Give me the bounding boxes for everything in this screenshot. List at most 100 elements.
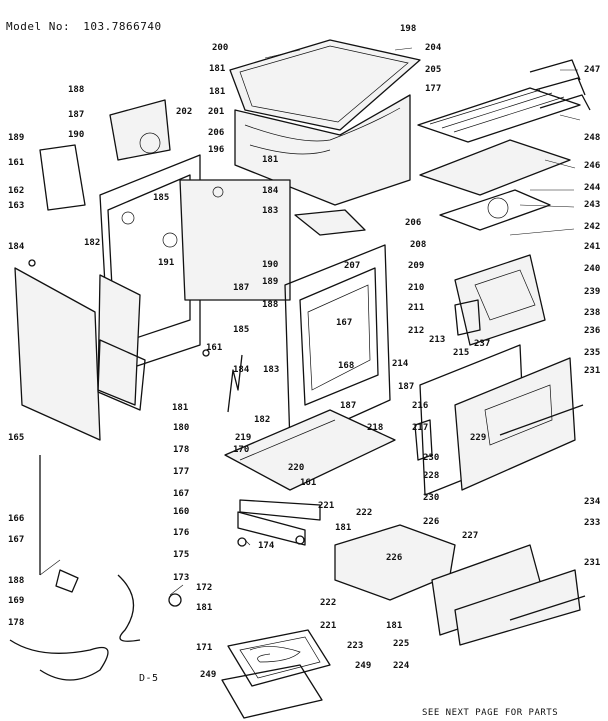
callout-172: 172 <box>196 583 212 593</box>
callout-242: 242 <box>584 222 600 232</box>
callout-198: 198 <box>400 24 416 34</box>
callout-190a: 190 <box>68 130 84 140</box>
callout-181f: 181 <box>196 603 212 613</box>
callout-161b: 161 <box>206 343 222 353</box>
callout-213: 213 <box>429 335 445 345</box>
callout-201: 201 <box>208 107 224 117</box>
callout-160: 160 <box>173 507 189 517</box>
callout-167a: 167 <box>336 318 352 328</box>
callout-237: 237 <box>474 339 490 349</box>
callout-207: 207 <box>344 261 360 271</box>
callout-243: 243 <box>584 200 600 210</box>
screw <box>28 259 305 547</box>
callout-223: 223 <box>347 641 363 651</box>
drain-pan <box>227 629 331 687</box>
callout-170: 170 <box>233 445 249 455</box>
callout-240: 240 <box>584 264 600 274</box>
heat-shield <box>294 209 366 236</box>
heating-element <box>227 354 243 413</box>
callout-185b: 185 <box>233 325 249 335</box>
callout-224: 224 <box>393 661 410 671</box>
callout-178b: 178 <box>8 618 24 628</box>
callout-206: 206 <box>208 128 224 138</box>
callout-166: 166 <box>8 514 24 524</box>
callout-180: 180 <box>173 423 189 433</box>
back-panel <box>179 179 291 301</box>
callout-161c: 161 <box>300 478 316 488</box>
leader-lines <box>39 47 581 596</box>
callout-162: 162 <box>8 186 24 196</box>
callout-200: 200 <box>212 43 228 53</box>
callout-219: 219 <box>235 433 251 443</box>
callout-226: 226 <box>423 517 439 527</box>
callout-231a: 231 <box>584 366 600 376</box>
callout-246: 246 <box>584 161 600 171</box>
callout-196: 196 <box>208 145 224 155</box>
callout-181a: 181 <box>209 64 225 74</box>
broiler-pan <box>419 139 571 196</box>
callout-221: 221 <box>318 501 334 511</box>
callout-187b: 187 <box>233 283 249 293</box>
callout-227: 227 <box>462 531 478 541</box>
callout-218a: 216 <box>412 401 428 411</box>
callout-222b: 222 <box>320 598 336 608</box>
callout-181e: 181 <box>335 523 351 533</box>
callout-238: 238 <box>584 308 600 318</box>
inner-door-panel <box>454 254 546 346</box>
callout-181c: 181 <box>262 155 278 165</box>
model-header: Model No: 103.7866740 <box>6 20 162 33</box>
callout-249a: 249 <box>355 661 371 671</box>
callout-222a: 222 <box>356 508 372 518</box>
rack-guide <box>529 59 591 111</box>
callout-165: 165 <box>8 433 24 443</box>
callout-183b: 183 <box>263 365 279 375</box>
cooktop-rear-panel <box>234 94 411 206</box>
insulation-blanket <box>97 274 146 411</box>
callout-205: 205 <box>425 65 441 75</box>
callout-202: 202 <box>176 107 192 117</box>
oven-rack <box>417 87 581 143</box>
callout-210: 210 <box>408 283 424 293</box>
callout-206b: 206 <box>405 218 421 228</box>
oven-door-outer <box>454 357 584 491</box>
callout-182a: 182 <box>84 238 100 248</box>
callout-220: 220 <box>288 463 304 473</box>
callout-228: 228 <box>423 471 439 481</box>
callout-187c: 187 <box>398 382 414 392</box>
callout-184a: 184 <box>262 186 279 196</box>
callout-182b: 182 <box>254 415 270 425</box>
burner-box <box>109 99 171 161</box>
callout-241: 241 <box>584 242 600 252</box>
drip-tray <box>239 499 321 521</box>
support-bracket <box>237 511 306 546</box>
callout-187d: 187 <box>340 401 356 411</box>
callout-171: 171 <box>196 643 212 653</box>
callout-249b: 249 <box>200 670 216 680</box>
oven-door-frame <box>284 244 391 446</box>
callout-234: 234 <box>584 497 601 507</box>
bracket-left <box>39 144 86 211</box>
callout-226b: 226 <box>386 553 402 563</box>
igniter <box>414 419 433 461</box>
callout-229: 229 <box>470 433 486 443</box>
callout-188b: 188 <box>262 300 278 310</box>
callout-labels: 198 200 204 205 247 181 181 177 188 201 … <box>8 24 601 680</box>
callout-177a: 177 <box>425 84 441 94</box>
callout-225: 225 <box>393 639 409 649</box>
callout-247: 247 <box>584 65 600 75</box>
callout-236: 236 <box>584 326 600 336</box>
callout-189b: 189 <box>262 277 278 287</box>
callout-204: 204 <box>425 43 442 53</box>
callout-212: 212 <box>408 326 424 336</box>
callout-168: 168 <box>338 361 354 371</box>
page-label: D-5 <box>139 673 159 684</box>
callout-217: 217 <box>412 423 428 433</box>
callout-167c: 167 <box>8 535 24 545</box>
drawer-front <box>431 544 586 646</box>
callout-161a: 161 <box>8 158 24 168</box>
callout-175: 175 <box>173 550 189 560</box>
coil-element <box>249 646 301 663</box>
callout-230a: 230 <box>423 453 439 463</box>
oven-bottom <box>224 409 396 491</box>
